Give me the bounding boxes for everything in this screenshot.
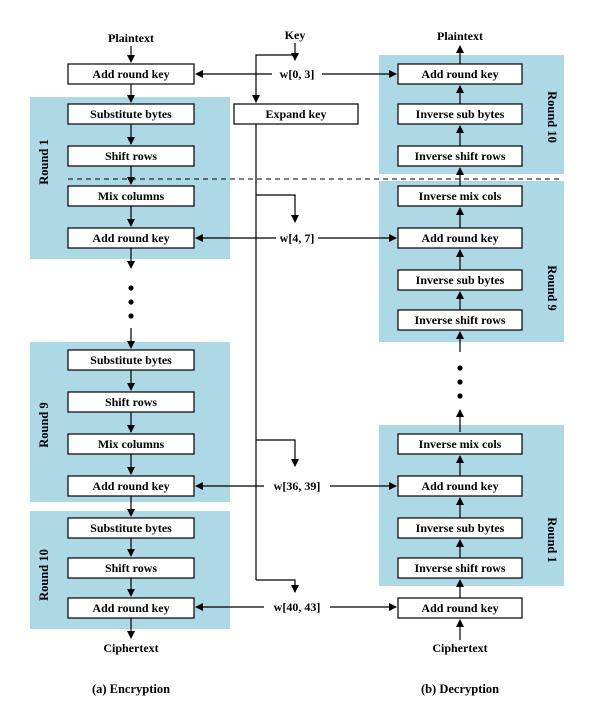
dec-r1-inv-sub-bytes — [397, 517, 523, 539]
dec-r10-inv-shift-rows — [397, 145, 523, 167]
enc-plaintext: Plaintext — [108, 31, 154, 45]
dec-ellipsis-dot — [457, 365, 463, 371]
svg-text:Expand key: Expand key — [265, 107, 326, 121]
dec-r9-inv-mix-cols — [397, 185, 523, 207]
dec-r9-add-round-key — [397, 227, 523, 249]
enc-round1-label: Round 1 — [37, 139, 51, 185]
svg-text:Shift rows: Shift rows — [105, 149, 157, 163]
svg-text:Add round key: Add round key — [421, 601, 498, 615]
dec-ciphertext: Ciphertext — [432, 641, 487, 655]
key-word-4-7: w[4, 7] — [280, 231, 315, 245]
dec-r1-inv-mix-cols — [397, 433, 523, 455]
dec-r9-inv-sub-bytes — [397, 269, 523, 291]
dec-ellipsis-dot — [457, 379, 463, 385]
svg-text:Inverse shift rows: Inverse shift rows — [414, 149, 505, 163]
dec-round1-label: Round 1 — [545, 517, 559, 563]
svg-text:Add round key: Add round key — [92, 231, 169, 245]
svg-text:Add round key: Add round key — [421, 231, 498, 245]
key-label: Key — [285, 28, 306, 42]
enc-ciphertext: Ciphertext — [103, 641, 158, 655]
key-word-40-43: w[40, 43] — [274, 600, 321, 614]
dec-plaintext: Plaintext — [437, 29, 483, 43]
caption-encryption: (a) Encryption — [92, 682, 170, 696]
svg-text:Add round key: Add round key — [421, 479, 498, 493]
svg-text:Inverse shift rows: Inverse shift rows — [414, 313, 505, 327]
svg-text:Add round key: Add round key — [92, 601, 169, 615]
svg-text:Inverse sub bytes: Inverse sub bytes — [416, 521, 505, 535]
svg-text:Substitute bytes: Substitute bytes — [90, 353, 172, 367]
dec-r10-add-round-key — [397, 63, 523, 85]
svg-text:Inverse sub bytes: Inverse sub bytes — [416, 273, 505, 287]
svg-text:Inverse mix cols: Inverse mix cols — [419, 189, 502, 203]
dec-r10-inv-sub-bytes — [397, 103, 523, 125]
svg-text:Mix columns: Mix columns — [98, 437, 165, 451]
dec-r9-inv-shift-rows — [397, 309, 523, 331]
svg-text:Inverse mix cols: Inverse mix cols — [419, 437, 502, 451]
svg-text:Shift rows: Shift rows — [105, 561, 157, 575]
svg-text:Inverse shift rows: Inverse shift rows — [414, 561, 505, 575]
svg-text:Add round key: Add round key — [421, 67, 498, 81]
svg-text:Mix columns: Mix columns — [98, 189, 165, 203]
enc-ellipsis-dot — [128, 313, 134, 319]
dec-ellipsis-dot — [457, 393, 463, 399]
dec-round9-label: Round 9 — [545, 265, 559, 311]
dec-round10-label: Round 10 — [545, 91, 559, 143]
enc-round9-label: Round 9 — [37, 402, 51, 448]
key-word-36-39: w[36, 39] — [274, 479, 321, 493]
key-word-0-3: w[0, 3] — [280, 67, 315, 81]
caption-decryption: (b) Decryption — [421, 682, 499, 696]
svg-text:Add round key: Add round key — [92, 479, 169, 493]
dec-r1-inv-shift-rows — [397, 557, 523, 579]
svg-text:Substitute bytes: Substitute bytes — [90, 521, 172, 535]
enc-round10-label: Round 10 — [37, 549, 51, 601]
enc-ellipsis-dot — [128, 299, 134, 305]
svg-text:Substitute bytes: Substitute bytes — [90, 107, 172, 121]
enc-ellipsis-dot — [128, 285, 134, 291]
dec-add-round-key-0 — [397, 597, 523, 619]
dec-r1-add-round-key — [397, 475, 523, 497]
svg-text:Add round key: Add round key — [92, 67, 169, 81]
svg-text:Inverse sub bytes: Inverse sub bytes — [416, 107, 505, 121]
svg-text:Shift rows: Shift rows — [105, 395, 157, 409]
expand-key-box — [233, 103, 359, 125]
